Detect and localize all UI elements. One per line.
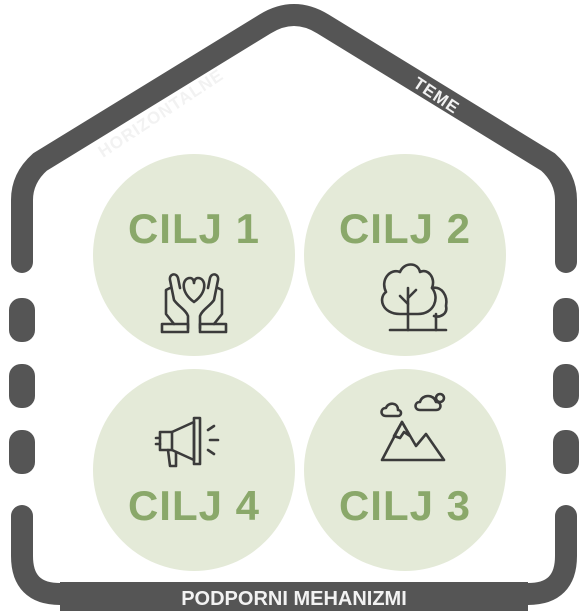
base-label: PODPORNI MEHANIZMI [181,588,407,610]
hands-heart-icon [160,273,228,334]
wall-segment-right-1 [553,298,579,342]
goal-circle-2 [304,154,506,356]
mountain-icon [380,392,446,462]
wall-segment-right-3 [553,430,579,474]
goal-circle-3 [304,369,506,571]
goal-4-label: CILJ 4 [128,482,260,529]
base-band [60,582,528,611]
wall-segment-left-1 [9,298,35,342]
tree-icon [380,263,448,332]
goal-3-label: CILJ 3 [339,482,471,529]
goal-2-label: CILJ 2 [339,205,471,252]
goal-circle-4 [93,369,295,571]
megaphone-icon [154,416,220,468]
wall-segment-left-2 [9,364,35,408]
wall-segment-left-3 [9,430,35,474]
house-roof-outline [11,4,577,273]
goal-1-label: CILJ 1 [128,205,260,252]
goal-circle-1 [93,154,295,356]
wall-segment-right-2 [553,364,579,408]
